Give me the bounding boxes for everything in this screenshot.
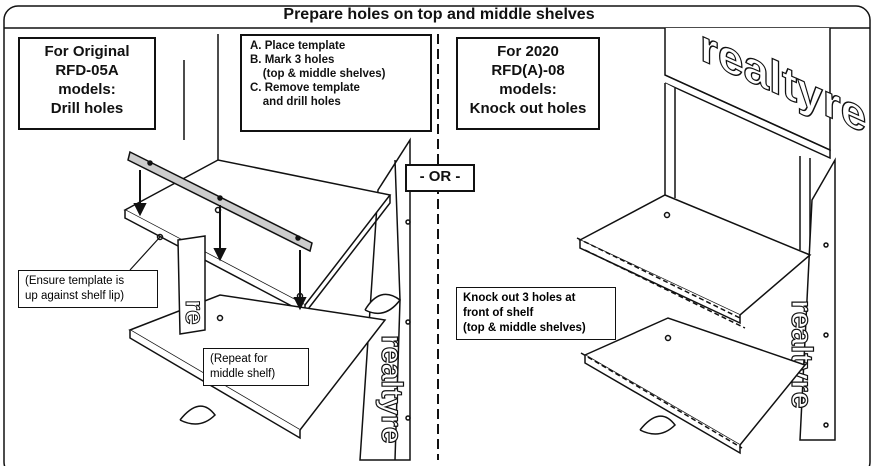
steps-box: A. Place template B. Mark 3 holes (top &…	[240, 34, 432, 132]
template-note: (Ensure template is up against shelf lip…	[18, 270, 158, 308]
note-line: (Ensure template is	[25, 275, 125, 287]
note-line: (top & middle shelves)	[463, 322, 586, 334]
right-shelf-unit: realtyre realtyre	[576, 18, 867, 455]
page-title: Prepare holes on top and middle shelves	[283, 6, 595, 23]
right-heading-line: Knock out holes	[469, 100, 587, 117]
svg-text:realtyre: realtyre	[375, 335, 408, 443]
step-line: (top & middle shelves)	[250, 68, 386, 80]
knockout-note: Knock out 3 holes at front of shelf (top…	[456, 287, 616, 340]
left-heading-line: RFD-05A	[55, 62, 119, 79]
right-heading-line: For 2020	[497, 43, 559, 60]
step-line: B. Mark 3 holes	[250, 54, 335, 66]
or-label: - OR -	[405, 164, 475, 192]
outer-frame	[3, 5, 871, 466]
svg-text:re: re	[180, 300, 210, 325]
note-line: (Repeat for	[210, 353, 268, 365]
note-line: middle shelf)	[210, 368, 276, 380]
note-line: up against shelf lip)	[25, 290, 125, 302]
repeat-note: (Repeat for middle shelf)	[203, 348, 309, 386]
note-line: Knock out 3 holes at	[463, 292, 576, 304]
left-heading-box: For Original RFD-05A models: Drill holes	[18, 37, 156, 130]
left-heading-line: Drill holes	[50, 100, 124, 117]
note-leader	[129, 236, 161, 271]
step-line: A. Place template	[250, 40, 346, 52]
right-heading-box: For 2020 RFD(A)-08 models: Knock out hol…	[456, 37, 600, 130]
left-heading-line: models:	[58, 81, 116, 98]
svg-text:realtyre: realtyre	[785, 300, 818, 408]
note-line: front of shelf	[463, 307, 534, 319]
step-line: C. Remove template	[250, 82, 360, 94]
right-heading-line: models:	[499, 81, 557, 98]
down-arrows	[133, 170, 307, 311]
right-heading-line: RFD(A)-08	[491, 62, 565, 79]
left-heading-line: For Original	[44, 43, 130, 60]
step-line: and drill holes	[250, 96, 341, 108]
